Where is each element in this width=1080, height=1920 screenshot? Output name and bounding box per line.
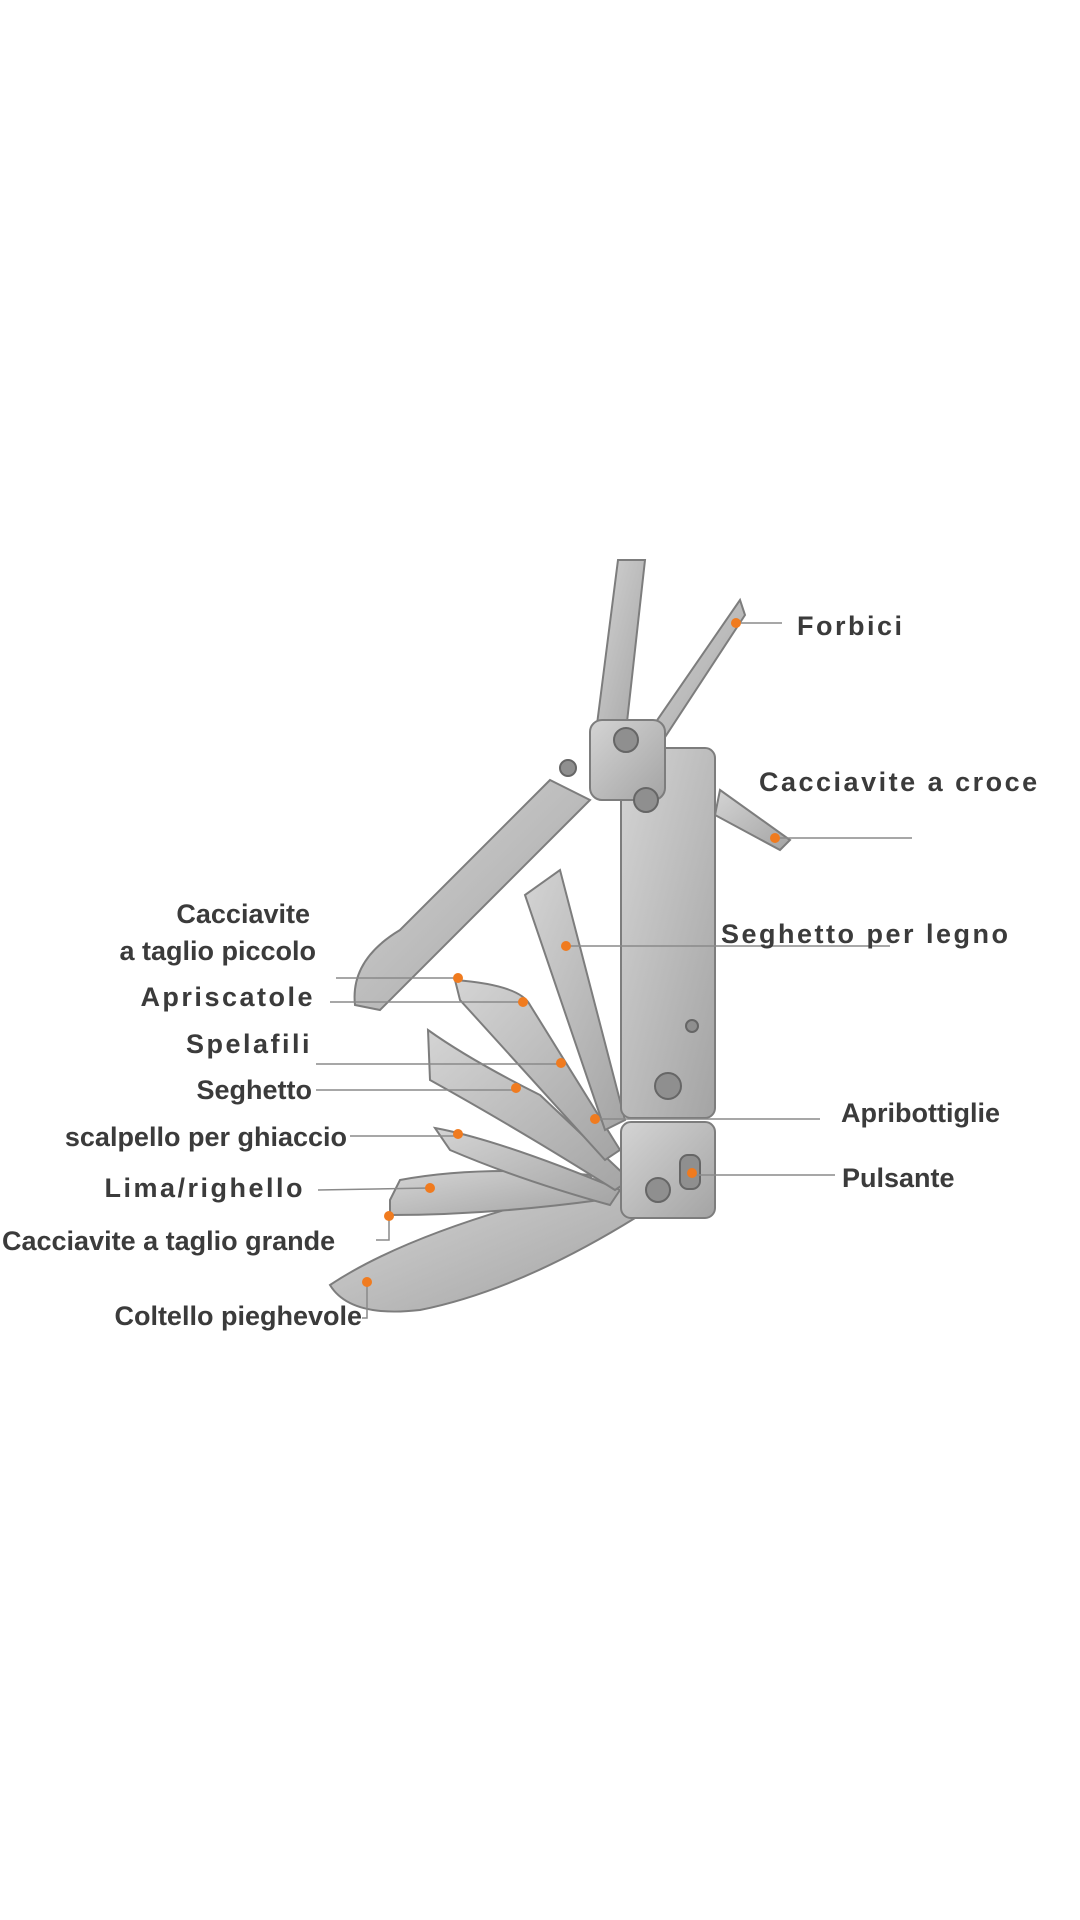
label-forbici: Forbici	[797, 611, 905, 641]
handle-lower-block	[620, 1121, 716, 1219]
wood-saw	[523, 868, 627, 1132]
label-apribottiglie: Apribottiglie	[841, 1098, 1000, 1128]
scissors-blade-left	[593, 559, 647, 741]
folding-knife	[328, 1178, 642, 1313]
scissors-pivot-plate	[589, 719, 666, 801]
small-saw	[426, 1027, 632, 1192]
label-coltello: Coltello pieghevole	[114, 1301, 362, 1331]
label-cacciavite-croce: Cacciavite a croce	[759, 767, 1040, 797]
ice-chisel	[432, 1126, 622, 1207]
small-screwdriver-arm	[353, 778, 592, 1012]
leader-lines	[316, 622, 912, 1319]
label-seghetto-legno: Seghetto per legno	[721, 919, 1011, 949]
label-cacciavite-piccolo-2: a taglio piccolo	[119, 936, 316, 966]
callout-dots	[362, 618, 780, 1287]
label-spelafili: Spelafili	[185, 1029, 312, 1059]
label-apriscatole: Apriscatole	[140, 982, 315, 1012]
label-pulsante: Pulsante	[842, 1163, 955, 1193]
label-scalpello: scalpello per ghiaccio	[64, 1122, 347, 1152]
pivot-screws	[559, 727, 701, 1203]
can-opener	[453, 978, 622, 1162]
label-seghetto: Seghetto	[196, 1075, 312, 1105]
label-lima: Lima/righello	[104, 1173, 305, 1203]
label-cacciavite-grande: Cacciavite a taglio grande	[2, 1226, 336, 1256]
label-cacciavite-piccolo-1: Cacciavite	[176, 899, 310, 929]
